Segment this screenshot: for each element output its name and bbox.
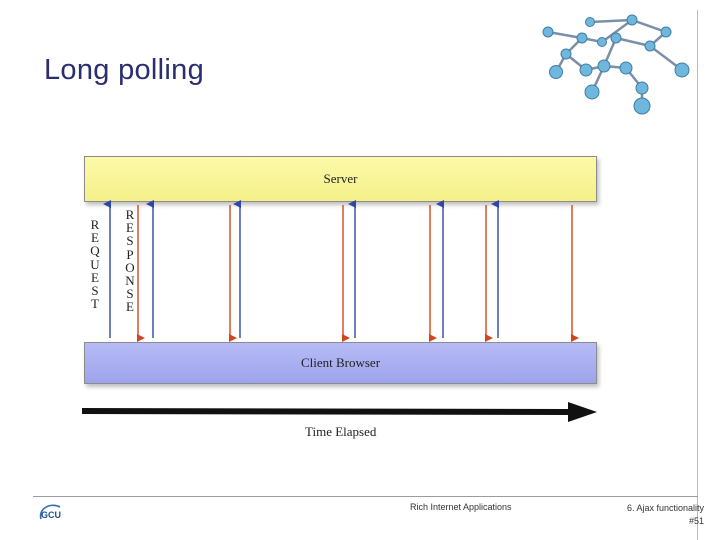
client-browser-box: Client Browser xyxy=(84,342,597,384)
vertical-rule xyxy=(697,10,698,540)
time-elapsed-label: Time Elapsed xyxy=(305,424,377,439)
request-label: REQUEST xyxy=(90,217,100,312)
slide-title: Long polling xyxy=(44,54,205,86)
client-browser-label: Client Browser xyxy=(300,355,381,370)
chapter-title: 6. Ajax functionality xyxy=(626,503,704,513)
svg-text:GCU: GCU xyxy=(41,510,61,520)
footer-rule xyxy=(33,496,698,497)
course-name: Rich Internet Applications xyxy=(410,502,512,512)
gcu-logo-icon: GCU xyxy=(39,504,61,520)
slide-footer-info: 6. Ajax functionality #51 xyxy=(627,502,704,528)
server-label: Server xyxy=(323,171,358,186)
time-arrow xyxy=(82,402,597,422)
page-number: #51 xyxy=(688,516,704,526)
response-label: RESPONSE xyxy=(125,207,135,315)
server-box: Server xyxy=(84,156,597,202)
network-graph-icon xyxy=(542,14,690,115)
